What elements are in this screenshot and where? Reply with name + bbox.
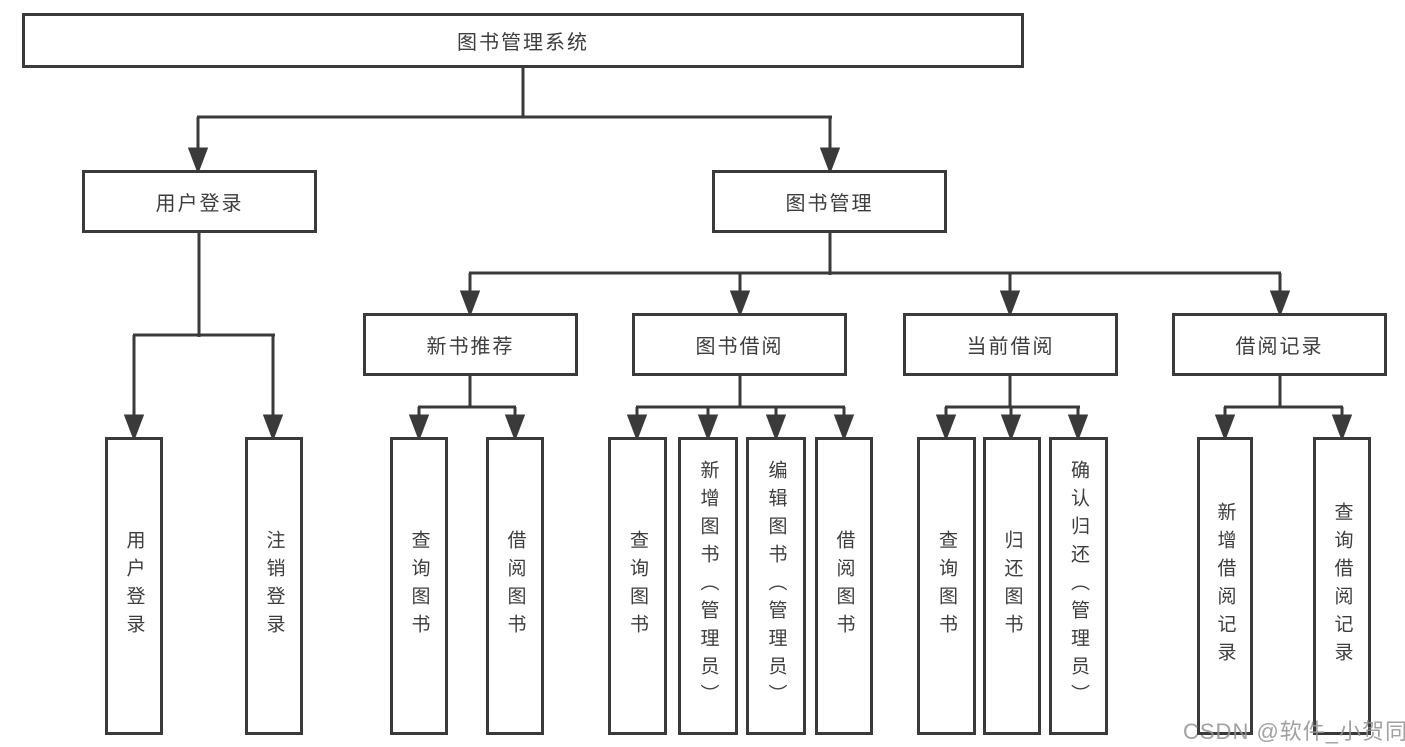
node-label: 归还图书 [1001, 530, 1023, 642]
node-label: 用户登录 [123, 530, 145, 642]
leaf-query-books-current: 查询图书 [917, 437, 976, 735]
node-label: 图书借阅 [695, 336, 784, 358]
node-system-root: 图书管理系统 [22, 13, 1024, 68]
node-label: 新增借阅记录 [1214, 502, 1236, 670]
node-label: 当前借阅 [966, 336, 1055, 358]
leaf-user-login: 用户登录 [105, 437, 163, 735]
node-label: 借阅记录 [1235, 336, 1324, 358]
connector-book-mgmt-children [459, 233, 1291, 318]
leaf-query-books-borrow: 查询图书 [608, 437, 667, 735]
connector-book-borrow-children [626, 376, 855, 442]
leaf-borrow-books-rec: 借阅图书 [486, 437, 544, 735]
node-label: 编辑图书（管理员） [765, 460, 787, 712]
leaf-return-books: 归还图书 [983, 437, 1041, 735]
node-current-borrowing: 当前借阅 [903, 313, 1118, 376]
leaf-add-books-admin: 新增图书（管理员） [678, 437, 738, 735]
node-label: 注销登录 [263, 530, 285, 642]
node-book-management: 图书管理 [712, 170, 947, 233]
leaf-add-borrow-record: 新增借阅记录 [1197, 437, 1253, 735]
connector-new-book-rec-children [408, 376, 526, 442]
node-book-borrowing: 图书借阅 [632, 313, 847, 376]
node-label: 查询图书 [936, 530, 957, 642]
leaf-query-borrow-record: 查询借阅记录 [1313, 437, 1371, 735]
node-label: 图书管理系统 [457, 32, 589, 54]
node-borrowing-records: 借阅记录 [1172, 313, 1387, 376]
node-label: 查询借阅记录 [1331, 502, 1353, 670]
connector-borrow-record-children [1214, 376, 1353, 442]
node-label: 查询图书 [627, 530, 648, 642]
leaf-borrow-books: 借阅图书 [815, 437, 873, 735]
leaf-edit-books-admin: 编辑图书（管理员） [746, 437, 806, 735]
node-label: 用户登录 [155, 193, 244, 215]
node-user-login: 用户登录 [82, 170, 317, 233]
node-label: 新增图书（管理员） [697, 460, 719, 712]
leaf-logout: 注销登录 [245, 437, 303, 735]
connector-root-to-level2 [187, 68, 841, 175]
connector-user-login-children [123, 233, 284, 442]
watermark: CSDN @软件_小贺同学 [1183, 719, 1405, 744]
node-label: 借阅图书 [504, 530, 526, 642]
node-label: 借阅图书 [833, 530, 855, 642]
node-label: 图书管理 [785, 193, 874, 215]
leaf-confirm-return-admin: 确认归还（管理员） [1049, 437, 1108, 735]
leaf-query-books-rec: 查询图书 [390, 437, 448, 735]
node-label: 查询图书 [408, 530, 430, 642]
node-label: 新书推荐 [426, 336, 515, 358]
connector-current-borrow-children [935, 376, 1089, 442]
node-label: 确认归还（管理员） [1068, 460, 1089, 712]
node-new-book-recommendation: 新书推荐 [363, 313, 578, 376]
